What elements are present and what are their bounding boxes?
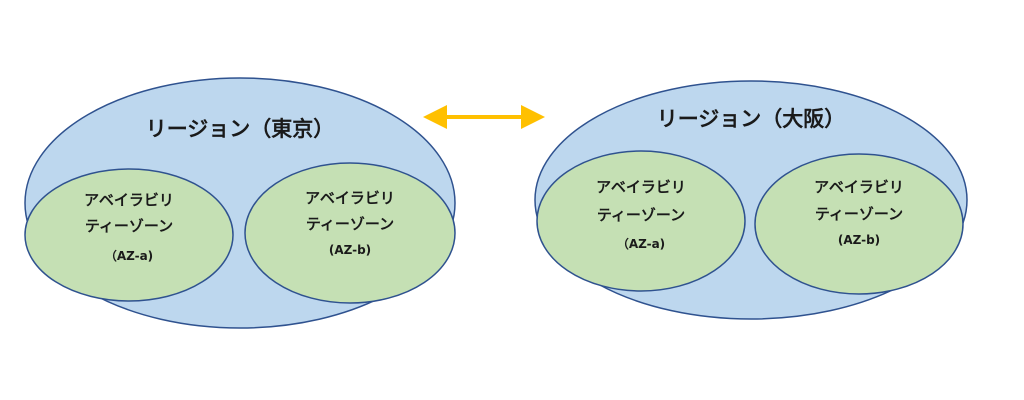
az-osaka-b-line1: アベイラビリ xyxy=(814,178,904,196)
az-osaka-b: アベイラビリ ティーゾーン (AZ-b) xyxy=(754,153,964,295)
az-tokyo-b-line1: アベイラビリ xyxy=(305,189,395,207)
az-osaka-a-line1: アベイラビリ xyxy=(596,178,686,196)
az-osaka-a-line2: ティーゾーン xyxy=(597,206,685,224)
az-tokyo-b-line2: ティーゾーン xyxy=(306,215,394,233)
az-osaka-a-id: （AZ-a) xyxy=(617,236,665,251)
az-tokyo-b-id: (AZ-b) xyxy=(329,243,371,257)
az-tokyo-a: アベイラビリ ティーゾーン （AZ-a) xyxy=(24,168,234,302)
region-tokyo: リージョン（東京） アベイラビリ ティーゾーン （AZ-a) アベイラビリ ティ… xyxy=(24,77,456,329)
az-tokyo-a-ellipse xyxy=(24,168,234,302)
az-osaka-b-ellipse xyxy=(754,153,964,295)
az-osaka-b-id: (AZ-b) xyxy=(838,233,880,247)
az-osaka-a-ellipse xyxy=(536,150,746,292)
az-tokyo-a-id: （AZ-a) xyxy=(105,248,153,263)
az-osaka-b-line2: ティーゾーン xyxy=(815,205,903,223)
az-tokyo-b-ellipse xyxy=(244,162,456,304)
az-osaka-a: アベイラビリ ティーゾーン （AZ-a) xyxy=(536,150,746,292)
region-osaka-title: リージョン（大阪） xyxy=(657,107,846,131)
region-tokyo-title: リージョン（東京） xyxy=(146,117,335,141)
az-tokyo-a-line2: ティーゾーン xyxy=(85,217,173,235)
az-tokyo-b: アベイラビリ ティーゾーン (AZ-b) xyxy=(244,162,456,304)
az-tokyo-a-line1: アベイラビリ xyxy=(84,191,174,209)
region-osaka: リージョン（大阪） アベイラビリ ティーゾーン （AZ-a) アベイラビリ ティ… xyxy=(534,80,968,320)
